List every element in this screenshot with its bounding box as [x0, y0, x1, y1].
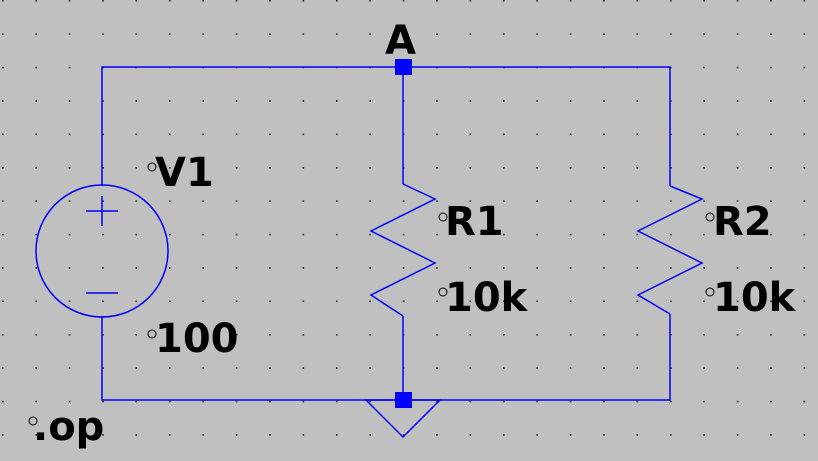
r1-name-label[interactable]: R1	[445, 199, 504, 245]
anchor-directive	[28, 416, 38, 426]
r2-name-label[interactable]: R2	[713, 199, 772, 245]
net-label-a[interactable]: A	[385, 18, 416, 64]
junction-node-ground[interactable]	[395, 392, 412, 408]
anchor-r2-value	[705, 287, 715, 297]
v1-name-label[interactable]: V1	[155, 150, 214, 196]
resistor-r2[interactable]	[636, 185, 704, 315]
anchor-v1-name	[147, 162, 157, 172]
anchor-r1-value	[438, 287, 448, 297]
resistor-r1[interactable]	[369, 183, 437, 317]
voltage-source-circle	[35, 184, 169, 318]
r1-value-label[interactable]: 10k	[445, 275, 529, 321]
wire-top[interactable]	[101, 66, 671, 186]
voltage-source-v1[interactable]	[35, 184, 169, 318]
r2-value-label[interactable]: 10k	[713, 275, 797, 321]
text-anchors	[28, 162, 715, 426]
v1-value-label[interactable]: 100	[155, 316, 239, 362]
junction-node-a[interactable]	[395, 59, 412, 75]
anchor-v1-value	[147, 329, 157, 339]
spice-directive-op[interactable]: .op	[33, 404, 104, 450]
anchor-r2-name	[705, 212, 715, 222]
anchor-r1-name	[438, 212, 448, 222]
plus-icon	[86, 196, 118, 226]
